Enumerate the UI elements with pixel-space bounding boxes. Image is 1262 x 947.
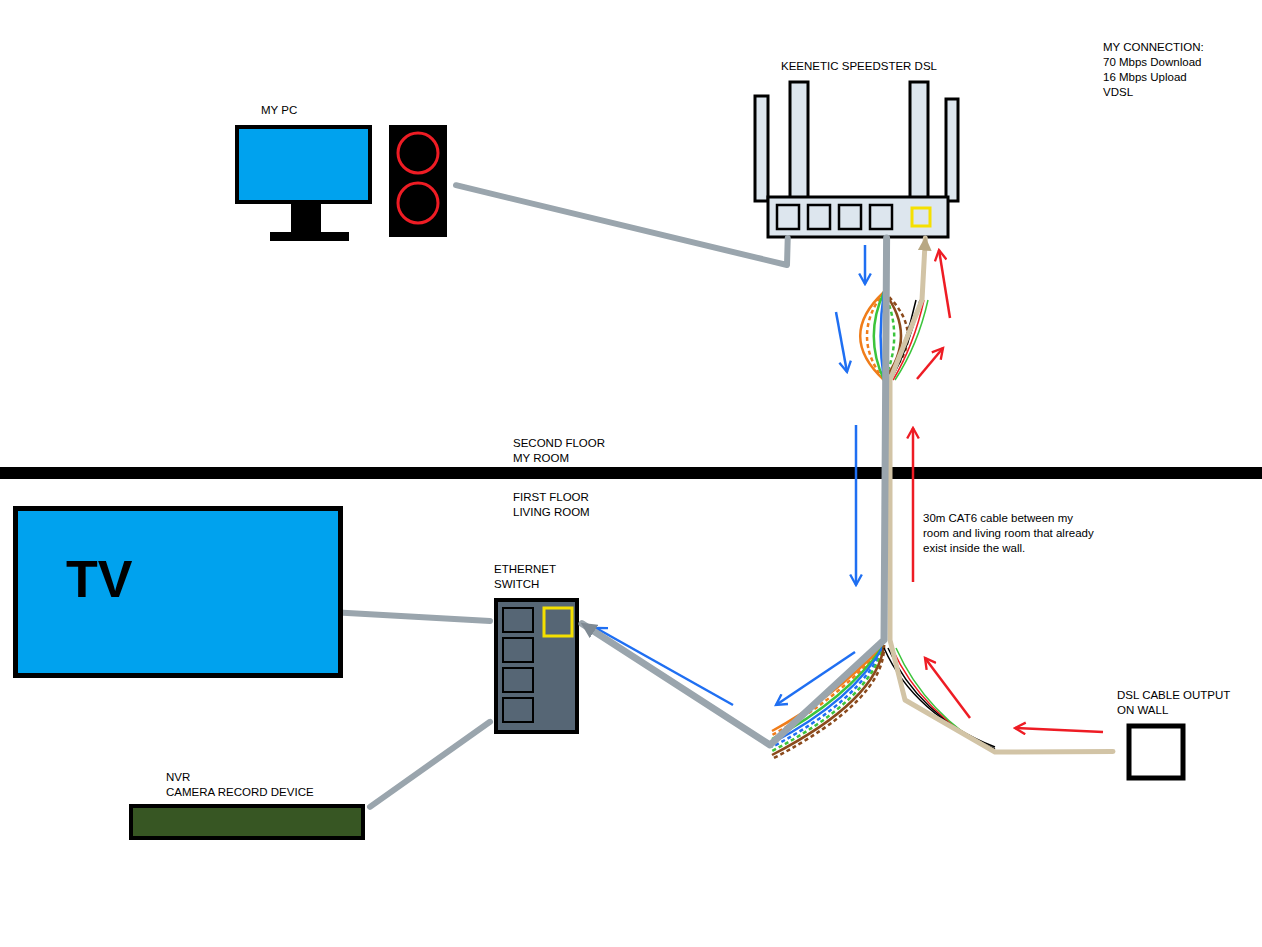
ethernet-cable (370, 722, 490, 807)
upload-arrow (939, 250, 950, 318)
device-label: DSL CABLE OUTPUT ON WALL (1117, 688, 1245, 718)
connection-note: MY CONNECTION: 70 Mbps Download 16 Mbps … (1103, 40, 1215, 100)
download-arrow (596, 628, 733, 705)
wall-dsl-outlet: DSL CABLE OUTPUT ON WALL (1113, 686, 1247, 780)
antenna (910, 82, 928, 199)
router-device: KEENETIC SPEEDSTER DSL (752, 56, 966, 238)
switch (496, 600, 577, 732)
monitor-neck (291, 202, 321, 232)
antenna (755, 96, 768, 201)
cable-wire (860, 292, 884, 380)
switch-body (496, 600, 577, 732)
lan-port (870, 205, 892, 229)
upload-arrow (1015, 728, 1103, 732)
monitor-screen (237, 127, 370, 202)
cat6-cable (582, 238, 887, 745)
pc-tower (389, 125, 447, 237)
ethernet-cable (343, 613, 490, 621)
wall-socket (1129, 726, 1183, 778)
antenna (790, 82, 808, 199)
nvr-device (131, 806, 363, 838)
lan-port (808, 205, 830, 229)
ethernet-cable (456, 185, 788, 265)
tv-label: TV (66, 551, 338, 608)
device-label: NVR (166, 770, 370, 785)
switch-port (503, 698, 533, 722)
cable-wire (772, 645, 884, 759)
cable-note: 30m CAT6 cable between my room and livin… (923, 511, 1097, 556)
router-body (768, 197, 948, 237)
dsl-port (912, 208, 930, 226)
cable-wire (867, 292, 884, 380)
switch-port (503, 668, 533, 692)
pc-workstation: MY PC (232, 100, 456, 242)
cable-wire (772, 645, 884, 751)
monitor-base (270, 232, 349, 241)
tower-case (389, 125, 447, 237)
floor-label: SECOND FLOOR MY ROOM (513, 436, 608, 466)
lan-port (777, 205, 799, 229)
download-arrow (855, 425, 858, 585)
device-description: CAMERA RECORD DEVICE (166, 785, 370, 800)
lan-port (839, 205, 861, 229)
device-label: ETHERNET SWITCH (494, 562, 574, 592)
dsl-line (890, 238, 1113, 752)
cable-wire (772, 645, 884, 755)
device-label: KEENETIC SPEEDSTER DSL (752, 59, 966, 74)
tower-fan (398, 133, 438, 173)
connectors (343, 185, 1113, 807)
uplink-port (544, 608, 572, 636)
device-label: MY PC (261, 103, 456, 118)
upload-arrow (917, 348, 943, 379)
antenna (946, 99, 958, 201)
ethernet-switch: ETHERNET SWITCH (490, 560, 582, 734)
tv-screen: TV (13, 506, 343, 678)
dsl-wire (884, 648, 995, 747)
switch-port (503, 608, 533, 632)
floor-divider (0, 467, 1262, 479)
upload-arrow (925, 658, 970, 718)
switch-port (503, 638, 533, 662)
router (755, 82, 958, 237)
download-arrow (836, 312, 847, 372)
download-arrow (864, 245, 867, 284)
upload-arrow (912, 428, 915, 582)
tower-fan (398, 183, 438, 223)
dsl-wire (895, 300, 928, 380)
nvr-device: NVRCAMERA RECORD DEVICE (128, 768, 370, 840)
pc-monitor (237, 127, 370, 241)
floor-label: FIRST FLOOR LIVING ROOM (513, 490, 608, 520)
flow-arrows (596, 245, 1103, 732)
